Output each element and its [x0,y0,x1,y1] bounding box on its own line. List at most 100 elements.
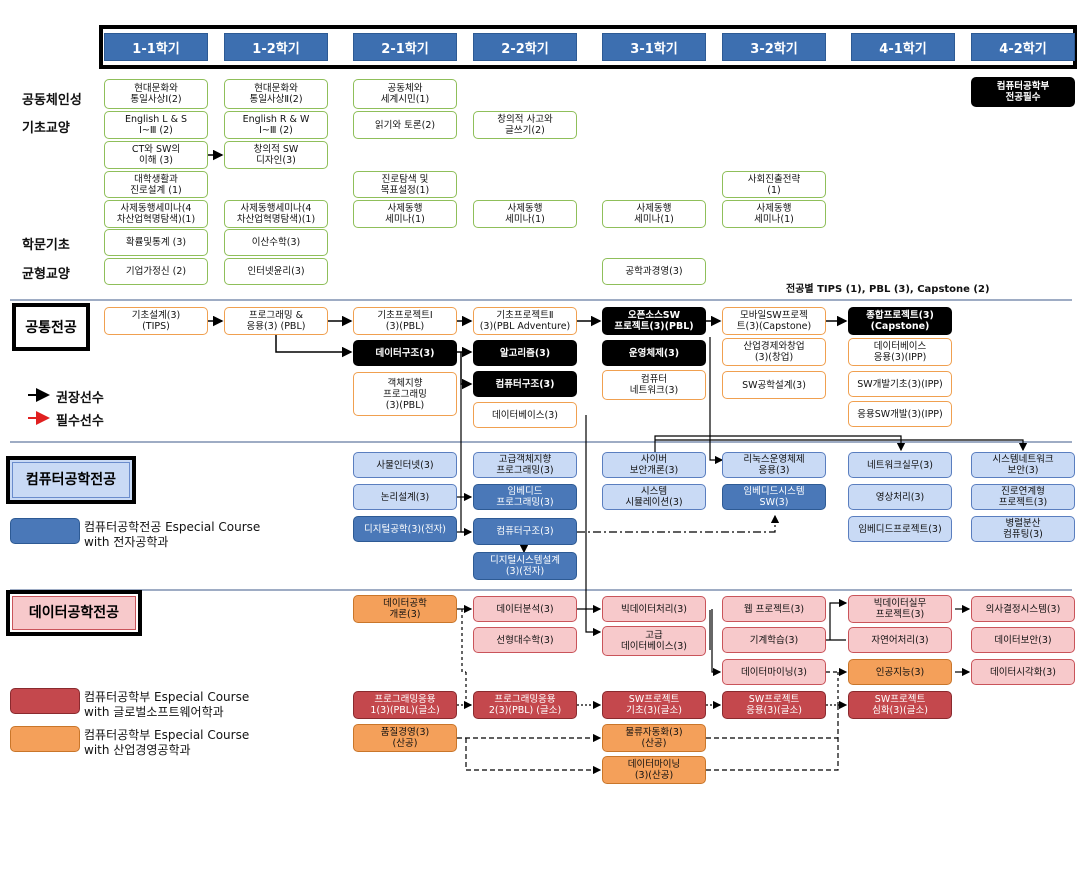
course-box[interactable]: 물류자동화(3) (산공) [602,724,706,752]
course-box[interactable]: 영상처리(3) [848,484,952,510]
course-box[interactable]: 컴퓨터구조(3) [473,518,577,545]
course-box[interactable]: 프로그래밍 & 응용(3) (PBL) [224,307,328,335]
course-box[interactable]: 시스템네트워크 보안(3) [971,452,1075,478]
course-box[interactable]: 기계학습(3) [722,627,826,653]
course-box[interactable]: 임베디드 프로그래밍(3) [473,484,577,510]
course-box[interactable]: 현대문화와 통일사상Ⅱ(2) [224,79,328,109]
course-box[interactable]: 객체지향 프로그래밍 (3)(PBL) [353,372,457,416]
semester-1-1: 1-1학기 [104,33,208,61]
course-box[interactable]: 데이터마이닝(3) [722,659,826,685]
course-box[interactable]: 고급객체지향 프로그래밍(3) [473,452,577,478]
course-box[interactable]: 이산수학(3) [224,229,328,256]
course-box[interactable]: 알고리즘(3) [473,340,577,366]
course-box[interactable]: 진로연계형 프로젝트(3) [971,484,1075,510]
course-box[interactable]: 임베디드프로젝트(3) [848,516,952,542]
course-box[interactable]: 빅데이터실무 프로젝트(3) [848,595,952,623]
course-box[interactable]: 사제동행 세미나(1) [473,200,577,228]
prereq-arrow [706,738,839,771]
course-box[interactable]: 의사결정시스템(3) [971,596,1075,622]
legend-ece-text: 컴퓨터공학전공 Especial Course with 전자공학과 [84,520,261,549]
section-ce-major: 컴퓨터공학전공 [6,456,136,504]
course-box[interactable]: 고급 데이터베이스(3) [602,626,706,656]
course-box[interactable]: 네트워크실무(3) [848,452,952,478]
course-box[interactable]: 현대문화와 통일사상Ⅰ(2) [104,79,208,109]
course-box[interactable]: 사제동행 세미나(1) [722,200,826,228]
course-box[interactable]: 데이터베이스(3) [473,402,577,428]
course-box[interactable]: 논리설계(3) [353,484,457,510]
course-box[interactable]: 사제동행세미나(4 차산업혁명탐색)(1) [104,200,208,228]
course-box[interactable]: 선형대수학(3) [473,627,577,653]
course-box[interactable]: 기초프로젝트Ⅱ (3)(PBL Adventure) [473,307,577,335]
course-box[interactable]: 데이터구조(3) [353,340,457,366]
course-box[interactable]: 컴퓨터 네트워크(3) [602,370,706,400]
course-box[interactable]: 빅데이터처리(3) [602,596,706,622]
course-box[interactable]: 품질경영(3) (산공) [353,724,457,752]
course-box[interactable]: 사제동행 세미나(1) [602,200,706,228]
course-box[interactable]: 데이터마이닝 (3)(산공) [602,756,706,784]
course-box[interactable]: 공학과경영(3) [602,258,706,285]
course-box[interactable]: 확률및통계 (3) [104,229,208,256]
course-box[interactable]: SW프로젝트 심화(3)(글소) [848,691,952,719]
course-box[interactable]: SW프로젝트 기초(3)(글소) [602,691,706,719]
prereq-arrow [829,598,848,640]
section-de-major-label: 데이터공학전공 [12,596,136,630]
course-box[interactable]: 오픈소스SW 프로젝트(3)(PBL) [602,307,706,335]
prereq-arrow [465,738,602,775]
course-box[interactable]: 디지털시스템설계 (3)(전자) [473,552,577,580]
course-box[interactable]: 시스템 시뮬레이션(3) [602,484,706,510]
legend-swatch-ece [10,518,80,544]
course-box[interactable]: 병렬분산 컴퓨팅(3) [971,516,1075,542]
course-box[interactable]: 웹 프로젝트(3) [722,596,826,622]
course-box[interactable]: SW개발기초(3)(IPP) [848,371,952,397]
course-box[interactable]: 사물인터넷(3) [353,452,457,478]
course-box[interactable]: SW프로젝트 응용(3)(글소) [722,691,826,719]
course-box[interactable]: 사이버 보안개론(3) [602,452,706,478]
prereq-arrow [461,609,466,673]
course-box[interactable]: 응용SW개발(3)(IPP) [848,401,952,427]
course-box[interactable]: 컴퓨터구조(3) [473,371,577,397]
category-label: 균형교양 [22,267,70,282]
course-box[interactable]: 창의적 사고와 글쓰기(2) [473,111,577,139]
course-box[interactable]: 데이터보안(3) [971,627,1075,653]
course-box[interactable]: 인터넷윤리(3) [224,258,328,285]
course-box[interactable]: 데이터공학 개론(3) [353,595,457,623]
course-box[interactable]: 데이터베이스 응용(3)(IPP) [848,338,952,366]
course-box[interactable]: 기초프로젝트Ⅰ (3)(PBL) [353,307,457,335]
course-box[interactable]: 대학생활과 진로설계 (1) [104,171,208,198]
legend-ie-text: 컴퓨터공학부 Especial Course with 산업경영공학과 [84,728,250,757]
course-box[interactable]: 임베디드시스템 SW(3) [722,484,826,510]
prereq-arrow [585,415,602,637]
course-box[interactable]: English L & S Ⅰ~Ⅲ (2) [104,111,208,139]
course-box[interactable]: 사제동행 세미나(1) [353,200,457,228]
course-box[interactable]: 사회진출전략 (1) [722,171,826,198]
course-box[interactable]: 읽기와 토론(2) [353,111,457,139]
course-box[interactable]: 종합프로젝트(3) (Capstone) [848,307,952,335]
course-box[interactable]: 기초설계(3) (TIPS) [104,307,208,335]
course-box[interactable]: 데이터시각화(3) [971,659,1075,685]
course-box[interactable]: 데이터분석(3) [473,596,577,622]
course-box[interactable]: 사제동행세미나(4 차산업혁명탐색)(1) [224,200,328,228]
legend-swatch-ie [10,726,80,752]
course-box[interactable]: 프로그래밍응용 1(3)(PBL)(글소) [353,691,457,719]
course-box[interactable]: 운영체제(3) [602,340,706,366]
semester-4-2: 4-2학기 [971,33,1075,61]
course-box[interactable]: English R & W Ⅰ~Ⅲ (2) [224,111,328,139]
course-box[interactable]: 디지털공학(3)(전자) [353,516,457,542]
course-box[interactable]: 산업경제와창업 (3)(창업) [722,338,826,366]
course-box[interactable]: 창의적 SW 디자인(3) [224,141,328,169]
category-label: 기초교양 [22,121,70,136]
course-box[interactable]: 리눅스운영체제 응용(3) [722,452,826,478]
semester-3-1: 3-1학기 [602,33,706,61]
course-box[interactable]: 모바일SW프로젝 트(3)(Capstone) [722,307,826,335]
course-box[interactable]: CT와 SW의 이해 (3) [104,141,208,169]
section-de-major: 데이터공학전공 [6,590,142,636]
course-box[interactable]: 자연어처리(3) [848,627,952,653]
course-box[interactable]: 프로그래밍응용 2(3)(PBL) (글소) [473,691,577,719]
course-box[interactable]: 기업가정신 (2) [104,258,208,285]
course-box[interactable]: 공동체와 세계시민(1) [353,79,457,109]
semester-1-2: 1-2학기 [224,33,328,61]
course-box[interactable]: 진로탐색 및 목표설정(1) [353,171,457,198]
course-box[interactable]: 인공지능(3) [848,659,952,685]
course-box[interactable]: SW공학설계(3) [722,371,826,399]
